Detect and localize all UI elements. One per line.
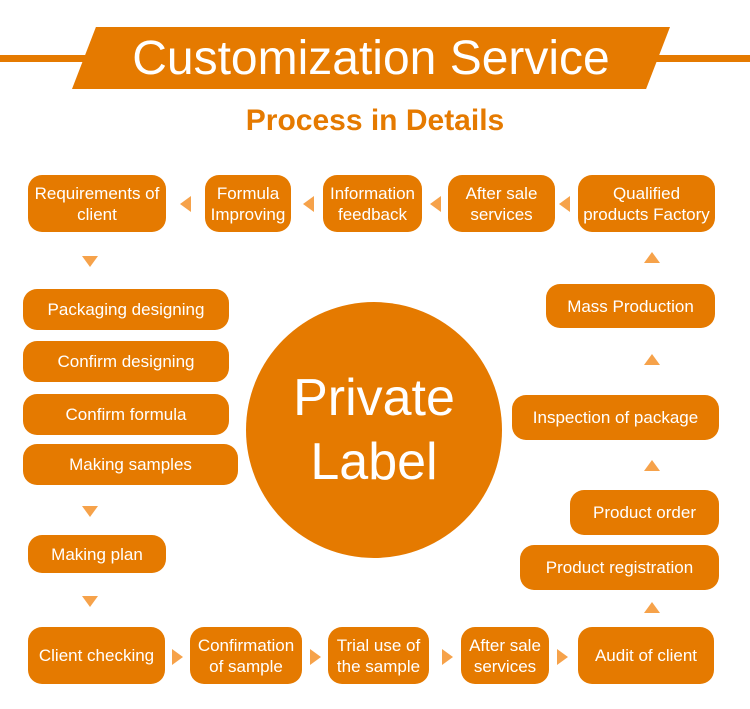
step-inspection-of-package: Inspection of package: [512, 395, 719, 440]
arrow-up-icon: [644, 602, 660, 613]
arrow-right-icon: [172, 649, 183, 665]
step-information-feedback: Information feedback: [323, 175, 422, 232]
arrow-left-icon: [559, 196, 570, 212]
circle-line-1: Private: [293, 369, 455, 427]
circle-line-2: Label: [310, 433, 438, 491]
arrow-down-icon: [82, 506, 98, 517]
private-label-circle: Private Label: [246, 302, 502, 558]
arrow-up-icon: [644, 252, 660, 263]
arrow-down-icon: [82, 256, 98, 267]
arrow-right-icon: [442, 649, 453, 665]
arrow-up-icon: [644, 354, 660, 365]
step-after-sale-services-bottom: After sale services: [461, 627, 549, 684]
step-confirm-formula: Confirm formula: [23, 394, 229, 435]
page-subtitle: Process in Details: [245, 104, 505, 137]
arrow-left-icon: [430, 196, 441, 212]
arrow-down-icon: [82, 596, 98, 607]
arrow-left-icon: [303, 196, 314, 212]
step-audit-of-client: Audit of client: [578, 627, 714, 684]
step-mass-production: Mass Production: [546, 284, 715, 328]
step-packaging-designing: Packaging designing: [23, 289, 229, 330]
step-product-order: Product order: [570, 490, 719, 535]
arrow-right-icon: [310, 649, 321, 665]
step-formula-improving: Formula Improving: [205, 175, 291, 232]
step-confirmation-of-sample: Confirmation of sample: [190, 627, 302, 684]
step-qualified-products-factory: Qualified products Factory: [578, 175, 715, 232]
step-trial-use: Trial use of the sample: [328, 627, 429, 684]
arrow-left-icon: [180, 196, 191, 212]
step-making-samples: Making samples: [23, 444, 238, 485]
step-requirements-of-client: Requirements of client: [28, 175, 166, 232]
page-title: Customization Service: [132, 32, 610, 85]
arrow-up-icon: [644, 460, 660, 471]
step-making-plan: Making plan: [28, 535, 166, 573]
step-product-registration: Product registration: [520, 545, 719, 590]
title-banner: [72, 27, 670, 89]
step-confirm-designing: Confirm designing: [23, 341, 229, 382]
arrow-right-icon: [557, 649, 568, 665]
step-after-sale-services-top: After sale services: [448, 175, 555, 232]
step-client-checking: Client checking: [28, 627, 165, 684]
